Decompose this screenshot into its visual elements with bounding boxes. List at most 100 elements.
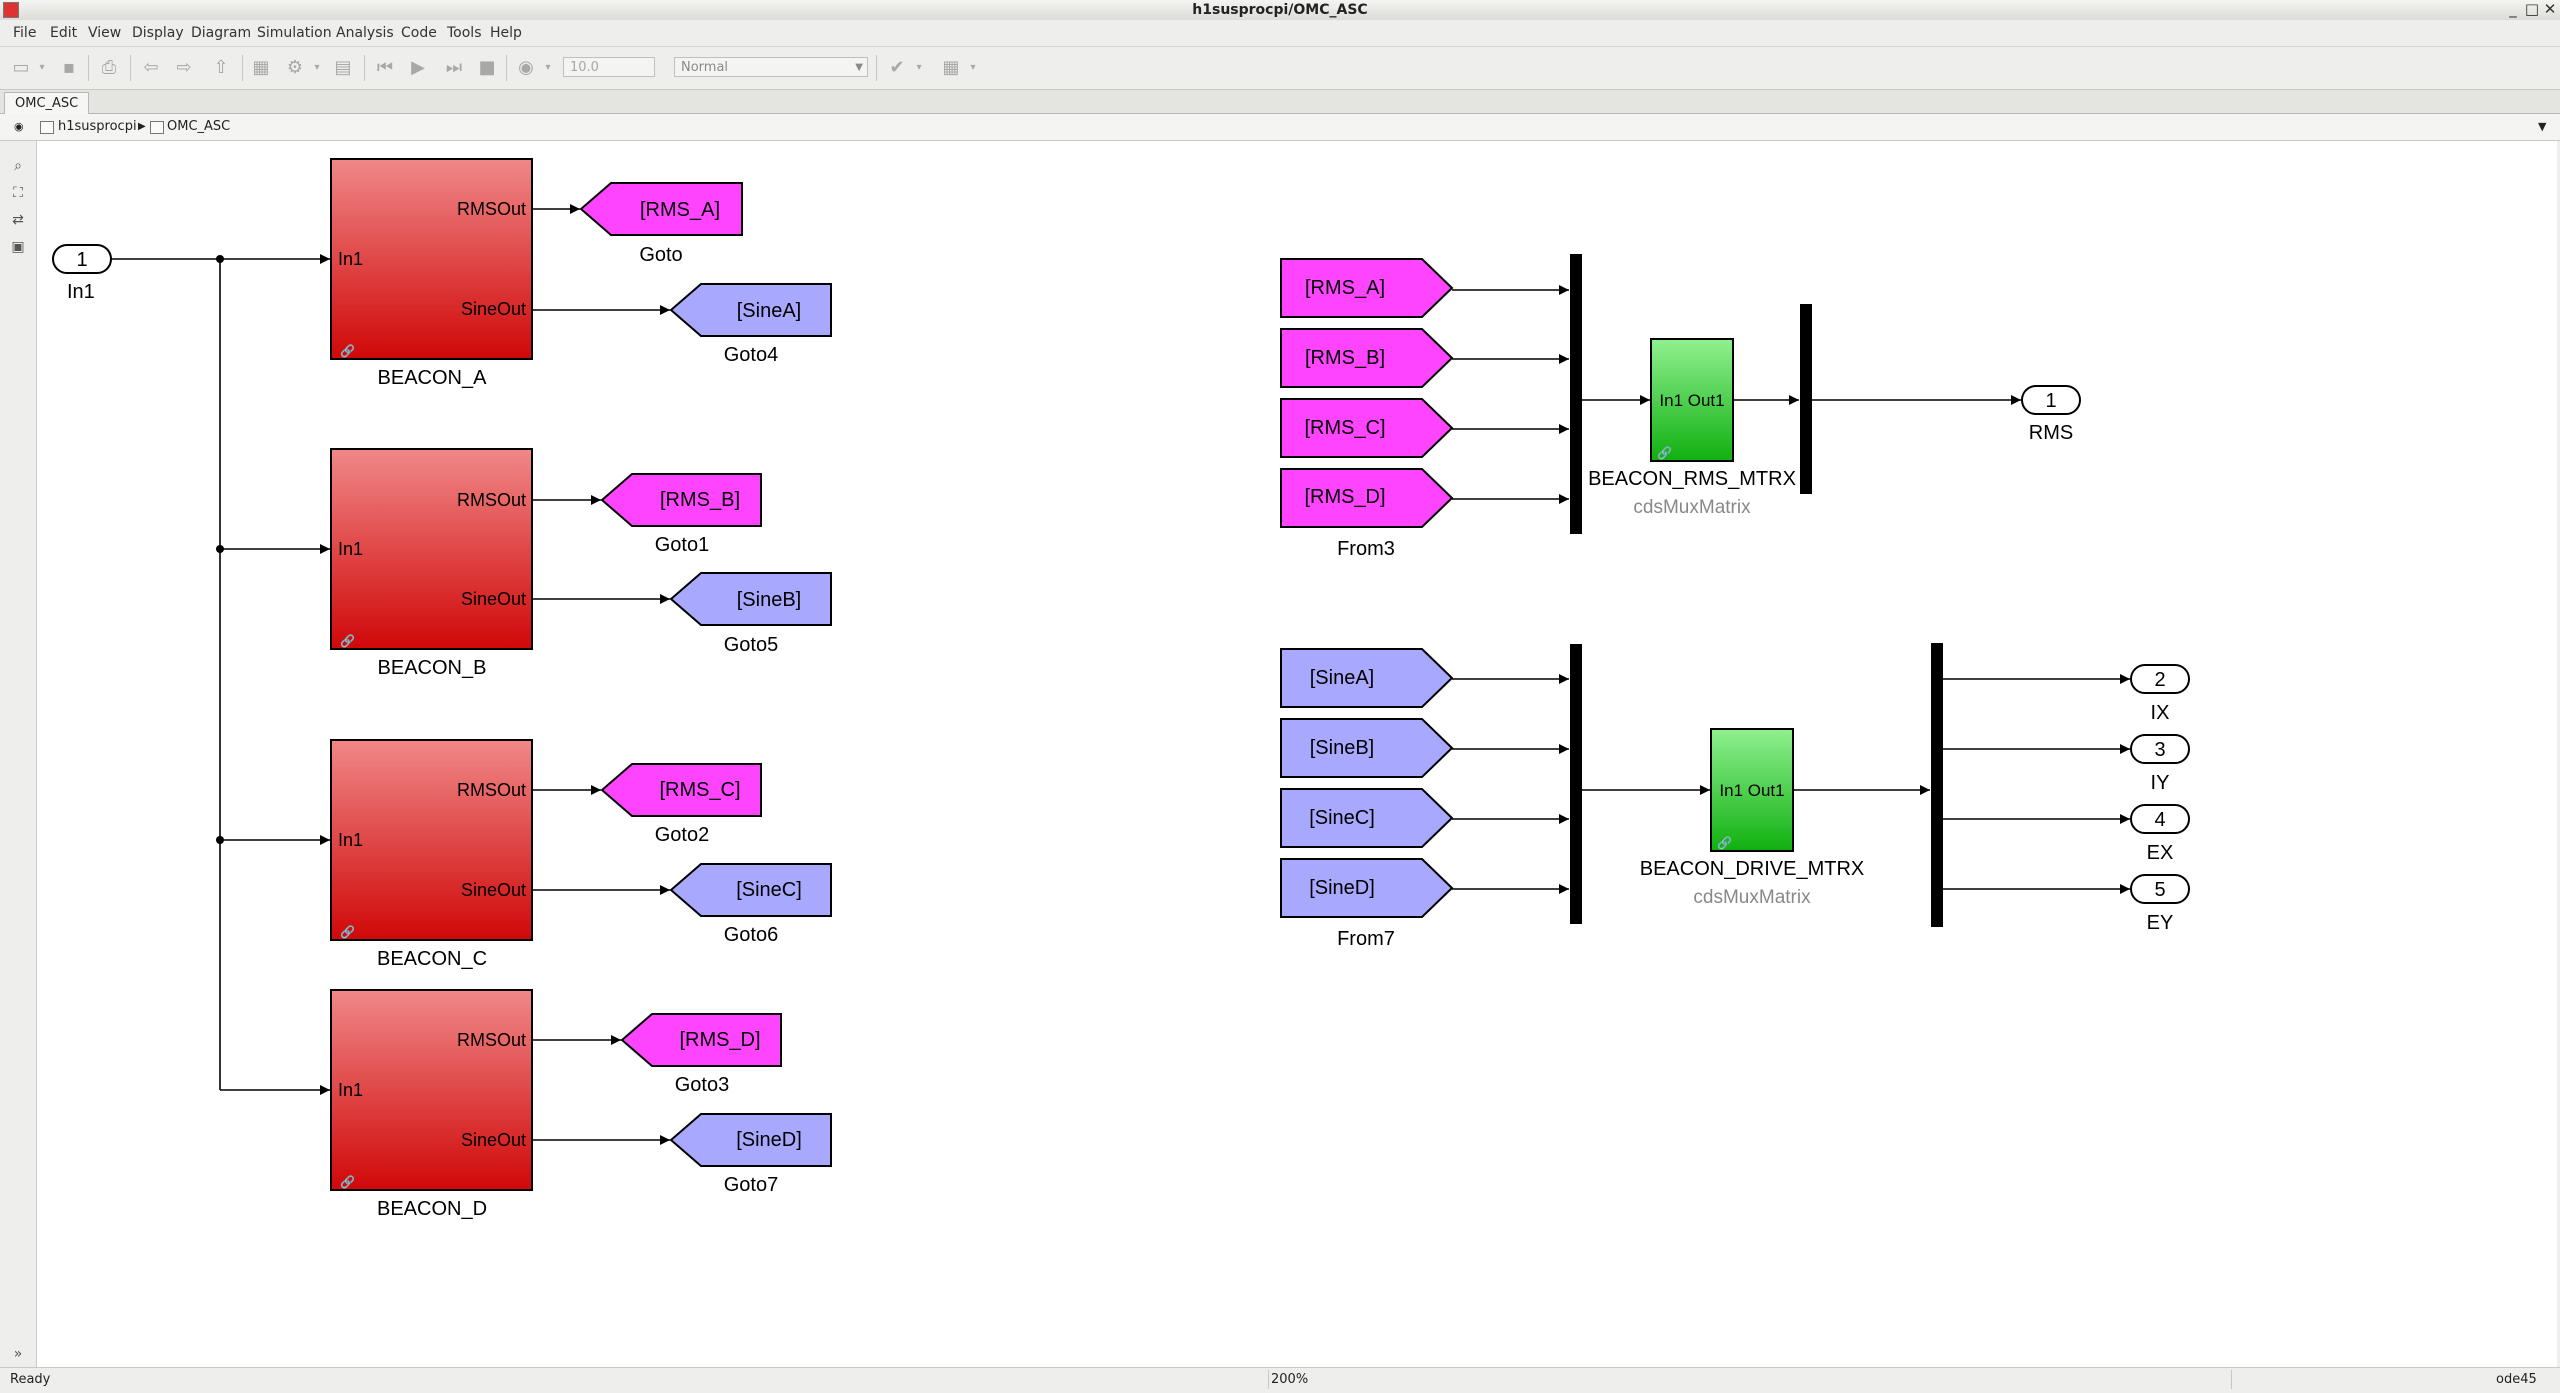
model-canvas[interactable]: 1 In1 In1 RMSOut SineOut 🔗 BEACON_A In1 … <box>37 141 2557 1367</box>
advisor-dropdown-icon[interactable]: ▾ <box>916 62 922 73</box>
build-dropdown-icon[interactable]: ▾ <box>970 62 976 73</box>
port-label-sineout: SineOut <box>461 880 526 900</box>
subsystem-beacon-a[interactable]: In1 RMSOut SineOut 🔗 <box>330 158 533 360</box>
minimize-icon[interactable]: _ <box>2509 0 2517 18</box>
subsystem-beacon-c[interactable]: In1 RMSOut SineOut 🔗 <box>330 739 533 941</box>
from-sine-d[interactable]: [SineD] <box>1280 858 1454 918</box>
model-config-icon[interactable]: ⚙ <box>286 57 304 78</box>
outport-number: 2 <box>2154 669 2165 691</box>
demux-bar[interactable] <box>1800 304 1812 494</box>
outport-iy[interactable]: 3 <box>2130 734 2190 764</box>
subsystem-beacon-b[interactable]: In1 RMSOut SineOut 🔗 <box>330 448 533 650</box>
block-library-label: cdsMuxMatrix <box>1693 887 1811 908</box>
signal-line[interactable] <box>111 254 330 1095</box>
inport-in1[interactable]: 1 <box>52 244 112 274</box>
from-rms-a[interactable]: [RMS_A] <box>1280 258 1454 318</box>
goto-sine-a[interactable]: [SineA] <box>669 283 832 337</box>
link-icon: 🔗 <box>340 1174 355 1189</box>
stop-icon[interactable]: ■ <box>478 57 496 78</box>
matrix-beacon-rms[interactable]: In1 Out1 🔗 <box>1650 338 1734 462</box>
outport-ex[interactable]: 4 <box>2130 804 2190 834</box>
from-sine-c[interactable]: [SineC] <box>1280 788 1454 848</box>
menu-edit[interactable]: Edit <box>50 25 78 41</box>
library-browser-icon[interactable]: ▦ <box>252 57 270 78</box>
chevron-down-icon: ▼ <box>855 62 863 73</box>
menu-code[interactable]: Code <box>401 25 437 41</box>
from-rms-d[interactable]: [RMS_D] <box>1280 468 1454 528</box>
close-icon[interactable]: ✕ <box>2543 0 2557 18</box>
tool-palette: ⌕ ⛶ ⇄ ▣ » <box>0 141 37 1367</box>
arrange-icon[interactable]: ⇄ <box>12 212 24 228</box>
menu-file[interactable]: File <box>13 25 37 41</box>
mux-bar[interactable] <box>1570 254 1582 534</box>
signal-line[interactable] <box>532 204 670 1145</box>
new-dropdown-icon[interactable]: ▾ <box>39 62 45 73</box>
menu-analysis[interactable]: Analysis <box>336 25 394 41</box>
menu-help[interactable]: Help <box>490 25 522 41</box>
solver-name: ode45 <box>2496 1372 2537 1387</box>
step-forward-icon[interactable]: ⏭ <box>445 57 463 78</box>
model-advisor-icon[interactable]: ✔ <box>889 57 905 78</box>
toolbar-separator <box>242 55 243 81</box>
zoom-icon[interactable]: ⌕ <box>14 158 22 174</box>
subsystem-beacon-d[interactable]: In1 RMSOut SineOut 🔗 <box>330 989 533 1191</box>
outport-ix[interactable]: 2 <box>2130 664 2190 694</box>
print-icon[interactable]: ⎙ <box>101 57 117 78</box>
matrix-ports: In1 Out1 <box>1659 391 1724 410</box>
from-rms-b[interactable]: [RMS_B] <box>1280 328 1454 388</box>
stop-time-input[interactable]: 10.0 <box>563 57 655 77</box>
block-name: BEACON_D <box>377 1198 487 1220</box>
goto-sine-b[interactable]: [SineB] <box>669 572 832 626</box>
record-dropdown-icon[interactable]: ▾ <box>545 62 551 73</box>
menu-simulation[interactable]: Simulation <box>257 25 332 41</box>
image-icon[interactable]: ▣ <box>11 239 25 255</box>
chevron-down-icon[interactable]: ▼ <box>2538 120 2547 133</box>
save-icon[interactable]: ▪ <box>62 57 76 78</box>
from-sine-b[interactable]: [SineB] <box>1280 718 1454 778</box>
goto-tag: [SineD] <box>736 1129 802 1151</box>
record-icon[interactable]: ◉ <box>518 57 534 78</box>
expand-palette-icon[interactable]: » <box>13 1346 23 1362</box>
step-back-icon[interactable]: ⏮ <box>376 57 394 78</box>
goto-rms-a[interactable]: [RMS_A] <box>579 182 743 236</box>
run-icon[interactable]: ▶ <box>411 57 425 78</box>
config-dropdown-icon[interactable]: ▾ <box>314 62 320 73</box>
goto-sine-c[interactable]: [SineC] <box>669 863 832 917</box>
outport-rms[interactable]: 1 <box>2021 385 2081 415</box>
model-icon <box>40 121 54 134</box>
goto-rms-b[interactable]: [RMS_B] <box>600 473 762 527</box>
signal-line[interactable] <box>1452 674 2130 894</box>
forward-icon[interactable]: ⇨ <box>176 57 192 78</box>
mux-bar[interactable] <box>1570 644 1582 924</box>
fit-to-view-icon[interactable]: ⛶ <box>13 185 23 201</box>
maximize-icon[interactable]: □ <box>2524 0 2540 18</box>
window-title: h1susprocpi/OMC_ASC <box>1192 2 1368 18</box>
demux-bar[interactable] <box>1931 643 1943 927</box>
breadcrumb-root[interactable]: h1susprocpi <box>58 119 137 134</box>
outport-ey[interactable]: 5 <box>2130 874 2190 904</box>
model-explorer-icon[interactable]: ▤ <box>334 57 352 78</box>
build-icon[interactable]: ▦ <box>942 57 960 78</box>
hide-browser-icon[interactable]: ◉ <box>14 120 24 133</box>
link-icon: 🔗 <box>1717 835 1732 850</box>
menu-view[interactable]: View <box>88 25 122 41</box>
up-icon[interactable]: ⇧ <box>213 57 229 78</box>
block-name: BEACON_C <box>377 948 487 970</box>
signal-line[interactable] <box>1452 285 2021 504</box>
menu-display[interactable]: Display <box>132 25 184 41</box>
from-rms-c[interactable]: [RMS_C] <box>1280 398 1454 458</box>
goto-rms-c[interactable]: [RMS_C] <box>600 763 762 817</box>
block-name: Goto1 <box>655 534 709 556</box>
back-icon[interactable]: ⇦ <box>143 57 159 78</box>
matrix-beacon-drive[interactable]: In1 Out1 🔗 <box>1710 728 1794 852</box>
simulation-mode-select[interactable]: Normal ▼ <box>674 57 868 77</box>
menu-tools[interactable]: Tools <box>447 25 482 41</box>
goto-rms-d[interactable]: [RMS_D] <box>620 1013 782 1067</box>
breadcrumb-current[interactable]: OMC_ASC <box>167 119 231 134</box>
goto-sine-d[interactable]: [SineD] <box>669 1113 832 1167</box>
from-sine-a[interactable]: [SineA] <box>1280 648 1454 708</box>
menu-diagram[interactable]: Diagram <box>191 25 252 41</box>
port-label-rmsout: RMSOut <box>457 490 526 510</box>
tab-omc-asc[interactable]: OMC_ASC <box>4 92 90 114</box>
new-model-icon[interactable]: ▭ <box>12 57 30 78</box>
